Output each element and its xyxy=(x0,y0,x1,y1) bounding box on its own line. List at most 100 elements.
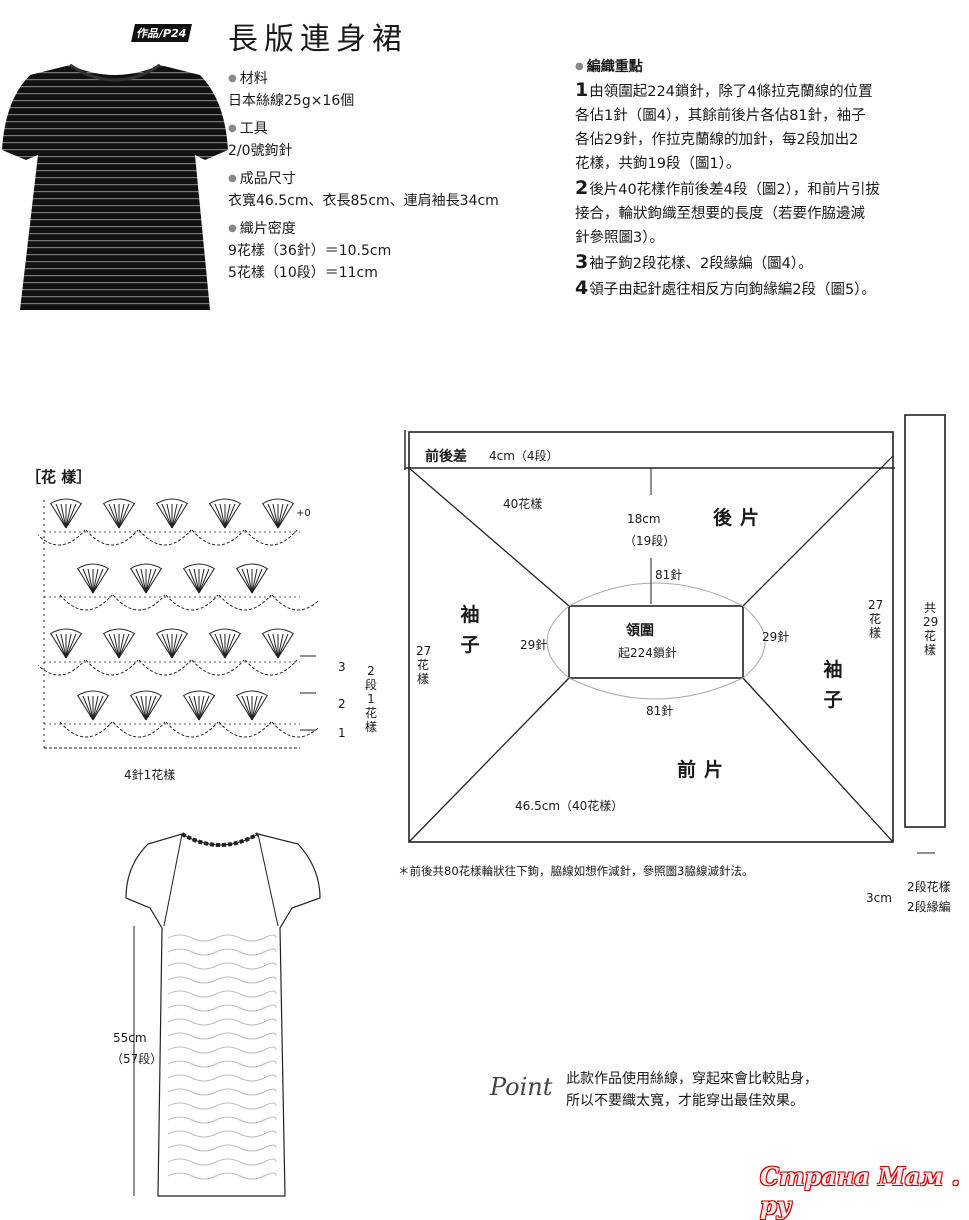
step-line: 領子由起針處往相反方向鉤緣編2段（圖5）。 xyxy=(589,282,876,298)
neck-opening xyxy=(568,605,744,679)
back-patterns-label: 40花樣 xyxy=(503,497,543,511)
fan-stitch xyxy=(214,633,226,659)
fan-top xyxy=(235,563,269,570)
chain-arc xyxy=(112,721,166,738)
fan-stitch xyxy=(145,695,157,721)
fan-stitch xyxy=(224,503,236,529)
fan-stitch xyxy=(60,633,67,659)
stitch-81-top: 81針 xyxy=(655,568,683,582)
wave-row xyxy=(167,948,277,956)
spec-value: 5花樣（10段）＝11cm xyxy=(228,265,378,281)
stitch-29-left: 29針 xyxy=(520,638,548,652)
fan-stitch xyxy=(209,633,226,659)
fan-top xyxy=(129,563,163,570)
wave-row xyxy=(167,990,277,998)
wave-row xyxy=(167,1144,277,1152)
fan-stitch xyxy=(130,695,147,721)
fan-stitch xyxy=(77,568,94,594)
chain-arc xyxy=(165,721,219,738)
fan-top xyxy=(155,628,189,635)
raglan-line xyxy=(408,467,570,607)
fan-stitch xyxy=(251,695,263,721)
fan-stitch xyxy=(156,503,173,529)
step-line: 後片40花樣作前後差4段（圖2），和前片引拔 xyxy=(589,182,880,198)
step-line: 接合，輪狀鉤織至想要的長度（若要作脇邊減 xyxy=(575,206,865,222)
sleeve-right-label: 袖子 xyxy=(823,659,843,711)
fan-stitch xyxy=(171,503,188,529)
fan-top xyxy=(102,628,136,635)
fan-stitch xyxy=(113,503,120,529)
fan-stitch xyxy=(198,568,205,594)
fan-stitch xyxy=(55,633,67,659)
fan-stitch xyxy=(135,568,147,594)
front-back-diff-label: 前後差 xyxy=(425,449,467,465)
fan-top xyxy=(208,498,242,505)
height-rows-label: （19段） xyxy=(624,534,676,548)
chain-arc xyxy=(112,594,166,611)
front-panel-label: 前片 xyxy=(677,759,732,781)
raglan-line xyxy=(163,833,183,927)
fan-stitch xyxy=(65,503,82,529)
step-number: 1 xyxy=(575,79,589,101)
specs-list: 材料 日本絲線25g×16個 工具 2/0號鉤針 成品尺寸 衣寬46.5cm、衣… xyxy=(228,68,499,284)
fan-top xyxy=(49,628,83,635)
row-label: 1 xyxy=(338,726,346,740)
fan-stitch xyxy=(65,633,82,659)
fan-stitch xyxy=(224,633,236,659)
fan-stitch xyxy=(251,695,268,721)
step-line: 花樣，共鉤19段（圖1）。 xyxy=(575,156,741,172)
dress-diagram xyxy=(120,808,325,1200)
height-label: 18cm xyxy=(627,512,661,526)
fan-stitch xyxy=(156,633,173,659)
sleeve-patterns-right: 27花樣 xyxy=(868,598,884,640)
step-line: 各佔29針，作拉克蘭線的加針，每2段加出2 xyxy=(575,132,859,148)
fan-stitch xyxy=(241,695,253,721)
fan-stitch xyxy=(113,633,120,659)
stitch-81-bottom: 81針 xyxy=(646,704,674,718)
fan-stitch xyxy=(193,695,200,721)
fan-top xyxy=(155,498,189,505)
raglan-line xyxy=(408,677,570,843)
fan-stitch xyxy=(267,633,279,659)
fan-stitch xyxy=(118,633,130,659)
fan-stitch xyxy=(166,633,173,659)
wave-row xyxy=(167,1088,277,1096)
stitch-arc xyxy=(546,605,570,679)
fan-top xyxy=(49,498,83,505)
fan-top xyxy=(208,628,242,635)
fan-stitch xyxy=(171,633,183,659)
fan-stitch xyxy=(50,633,67,659)
page-title: 長版連身裙 xyxy=(228,22,408,57)
fan-stitch xyxy=(171,633,178,659)
fan-stitch xyxy=(161,503,173,529)
fan-stitch xyxy=(65,633,72,659)
fan-stitch xyxy=(118,503,135,529)
watermark-logo: Страна Мам . ру xyxy=(760,1162,960,1220)
raglan-line xyxy=(257,833,279,927)
stitch-arc xyxy=(568,582,744,607)
fan-stitch xyxy=(55,503,67,529)
step-line: 各佔1針（圖4），其餘前後片各佔81針，袖子 xyxy=(575,108,866,124)
step-line: 由領圍起224鎖針，除了4條拉克蘭線的位置 xyxy=(589,84,873,100)
fan-stitch xyxy=(224,503,231,529)
stitch-arc xyxy=(742,605,766,679)
chain-arc xyxy=(244,659,298,676)
fan-stitch xyxy=(135,695,147,721)
raglan-line xyxy=(742,677,894,843)
spec-label: 成品尺寸 xyxy=(228,168,499,190)
raglan-line xyxy=(742,455,894,607)
row-label: 3 xyxy=(338,660,346,674)
neck-label: 領圍 xyxy=(626,623,654,639)
fan-stitch xyxy=(166,503,173,529)
plus-zero-label: +0 xyxy=(296,508,311,519)
neck-sub-label: 起224鎖針 xyxy=(618,646,677,660)
edge-width-label: 3cm xyxy=(866,891,892,905)
fan-stitch xyxy=(219,503,226,529)
fan-top xyxy=(261,628,295,635)
fan-stitch xyxy=(65,633,77,659)
fan-stitch xyxy=(183,568,200,594)
back-panel-label: 後片 xyxy=(713,507,768,529)
fan-stitch xyxy=(145,568,157,594)
schematic-note: ＊前後共80花樣輪狀往下鉤，脇線如想作減針，參照圖3脇線減針法。 xyxy=(398,864,754,878)
fan-stitch xyxy=(92,568,109,594)
